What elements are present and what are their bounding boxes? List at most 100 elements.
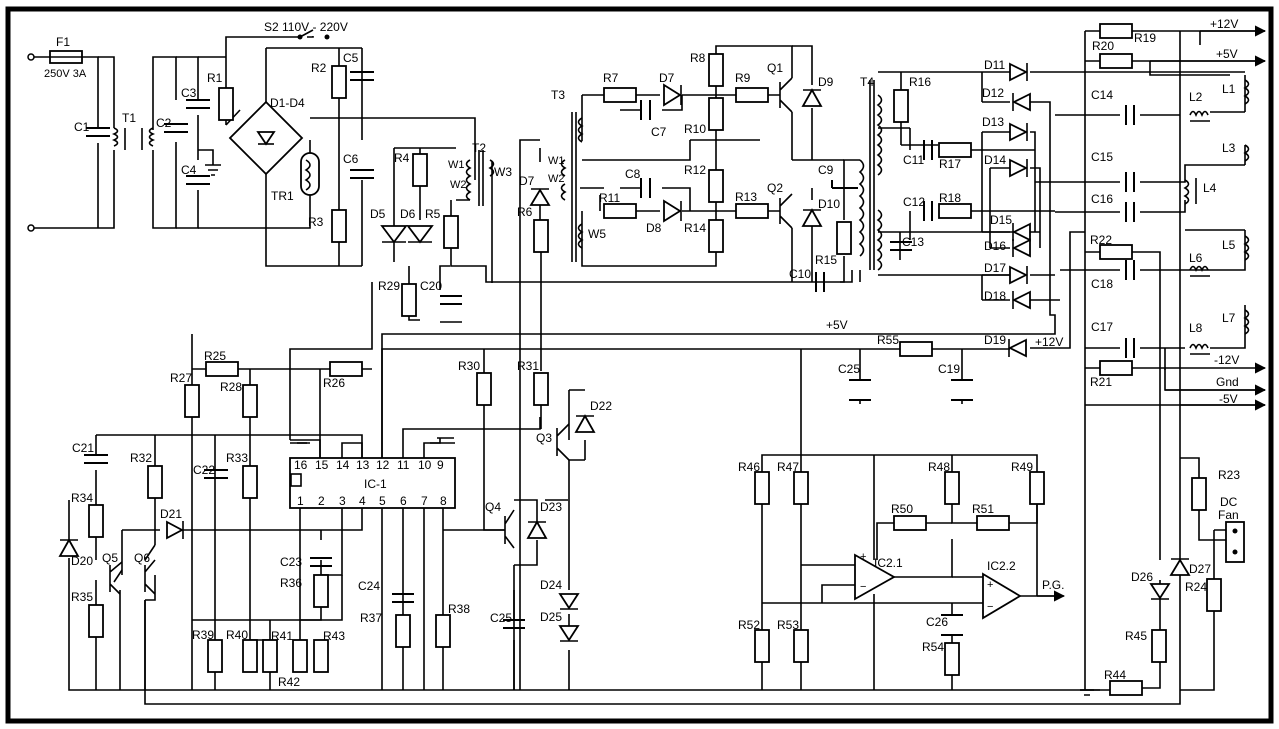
label-l3: L3 bbox=[1222, 141, 1236, 155]
label-r3: R3 bbox=[308, 215, 324, 229]
resistor-r32 bbox=[147, 465, 163, 499]
label-r49: R49 bbox=[1011, 460, 1033, 474]
diode-d7a bbox=[663, 83, 682, 107]
label-c19: C19 bbox=[938, 362, 960, 376]
capacitor-c1 bbox=[86, 127, 110, 137]
diode-d6 bbox=[406, 225, 434, 244]
ic1-pin-7: 7 bbox=[421, 494, 428, 508]
label-r20: R20 bbox=[1092, 39, 1114, 53]
resistor-r39 bbox=[207, 639, 223, 673]
transistor-q4 bbox=[504, 509, 515, 549]
resistor-r51 bbox=[976, 515, 1010, 531]
label-d27: D27 bbox=[1189, 562, 1211, 576]
resistor-r30 bbox=[476, 372, 492, 406]
label-r13: R13 bbox=[735, 190, 757, 204]
resistor-r48 bbox=[944, 471, 960, 505]
capacitor-c23 bbox=[310, 557, 332, 567]
capacitor-c19 bbox=[951, 379, 973, 401]
label-c16: C16 bbox=[1091, 192, 1113, 206]
label-r39: R39 bbox=[192, 628, 214, 642]
label-t3: T3 bbox=[551, 88, 565, 102]
capacitor-c4 bbox=[186, 175, 210, 185]
ic1-pin-15: 15 bbox=[315, 458, 329, 472]
resistor-r38 bbox=[435, 614, 451, 648]
label-c25b: C25 bbox=[838, 362, 860, 376]
label-r30: R30 bbox=[458, 359, 480, 373]
label-q5: Q5 bbox=[102, 551, 118, 565]
label-tr1: TR1 bbox=[271, 189, 294, 203]
resistor-r18 bbox=[938, 203, 972, 219]
diode-d13 bbox=[1009, 122, 1029, 142]
label-c5: C5 bbox=[343, 51, 359, 65]
label-d10: D10 bbox=[818, 197, 840, 211]
label-w1a: W1 bbox=[448, 159, 465, 171]
label-r32: R32 bbox=[130, 451, 152, 465]
label-r34: R34 bbox=[71, 491, 93, 505]
label-c11: C11 bbox=[903, 153, 924, 167]
resistor-r8 bbox=[708, 53, 724, 87]
opamp-ic22-minus: − bbox=[987, 601, 993, 613]
label-c2: C2 bbox=[156, 116, 172, 130]
diode-d16 bbox=[1011, 238, 1031, 258]
capacitor-c24 bbox=[392, 593, 414, 603]
resistor-r16 bbox=[893, 89, 909, 123]
label-q1: Q1 bbox=[767, 61, 783, 75]
diode-d9 bbox=[801, 88, 823, 107]
ic1-pin-5: 5 bbox=[379, 494, 386, 508]
label-pg: P.G. bbox=[1042, 578, 1064, 592]
opamp-ic22 bbox=[982, 572, 1022, 620]
ic1-pin-4: 4 bbox=[359, 494, 366, 508]
label-out-12v: +12V bbox=[1210, 17, 1238, 31]
label-l1: L1 bbox=[1222, 82, 1236, 96]
label-r47: R47 bbox=[777, 460, 799, 474]
label-c7: C7 bbox=[651, 125, 667, 139]
label-q4: Q4 bbox=[485, 500, 501, 514]
wiring bbox=[34, 30, 1265, 705]
label-r43: R43 bbox=[323, 629, 345, 643]
resistor-r54 bbox=[944, 642, 960, 676]
label-c26: C26 bbox=[926, 615, 948, 629]
label-r14: R14 bbox=[684, 221, 706, 235]
ic1-pin-3: 3 bbox=[339, 494, 346, 508]
resistor-r14 bbox=[708, 219, 724, 253]
resistor-r22 bbox=[1099, 244, 1133, 260]
diode-d26 bbox=[1149, 583, 1171, 600]
opamp-ic21-plus: + bbox=[860, 551, 866, 563]
ic1-pin-9: 9 bbox=[437, 458, 444, 472]
capacitor-c3 bbox=[186, 99, 210, 109]
label-l5: L5 bbox=[1222, 238, 1236, 252]
label-d19: D19 bbox=[984, 333, 1006, 347]
label-l4: L4 bbox=[1203, 181, 1217, 195]
label-d8: D8 bbox=[646, 221, 662, 235]
label-r48: R48 bbox=[928, 460, 950, 474]
label-r28: R28 bbox=[220, 380, 242, 394]
label-d13: D13 bbox=[982, 115, 1004, 129]
diode-d19 bbox=[1007, 338, 1027, 358]
transistor-q3 bbox=[556, 423, 570, 461]
label-ic22: IC2.2 bbox=[987, 559, 1016, 573]
opamp-ic22-plus: + bbox=[987, 579, 993, 591]
resistor-r1 bbox=[218, 87, 234, 121]
resistor-r2 bbox=[331, 65, 347, 99]
resistor-r41 bbox=[262, 639, 278, 673]
label-r8: R8 bbox=[690, 51, 706, 65]
label-f1: F1 bbox=[56, 35, 70, 49]
magnetics bbox=[27, 29, 1250, 355]
label-c23: C23 bbox=[280, 555, 302, 569]
label-r40: R40 bbox=[226, 628, 248, 642]
label-d7a: D7 bbox=[659, 71, 675, 85]
resistor-r12 bbox=[708, 169, 724, 203]
capacitor-c5 bbox=[350, 71, 374, 81]
capacitor-c6 bbox=[350, 169, 374, 179]
capacitor-c21 bbox=[84, 454, 108, 464]
label-t4: T4 bbox=[860, 75, 874, 89]
transistor-q5 bbox=[109, 561, 123, 595]
diode-d25 bbox=[558, 625, 580, 642]
inductor-l8 bbox=[1189, 343, 1210, 355]
label-d9: D9 bbox=[818, 75, 834, 89]
label-r18: R18 bbox=[939, 191, 961, 205]
label-c10: C10 bbox=[789, 267, 811, 281]
resistor-r42 bbox=[292, 639, 308, 673]
label-r26: R26 bbox=[323, 376, 345, 390]
